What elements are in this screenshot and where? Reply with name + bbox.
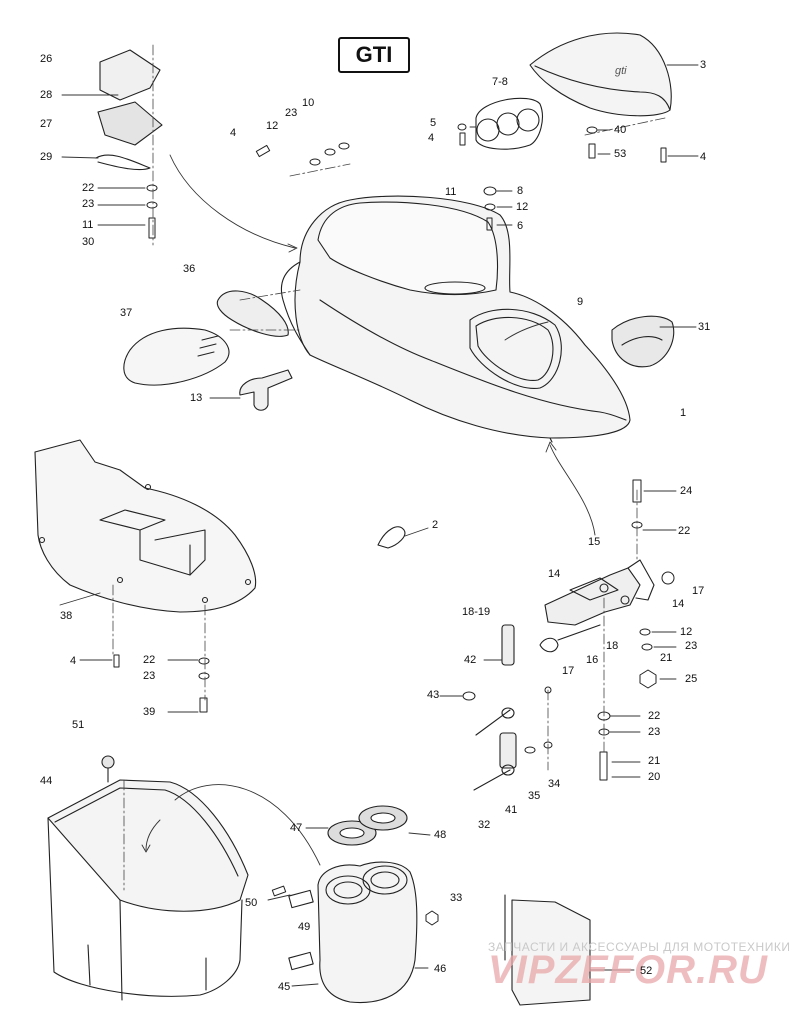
callout-label: 13 (190, 392, 203, 404)
tether-clip (377, 526, 406, 549)
gas-spring-parts (473, 624, 517, 791)
callout-label: 22 (143, 654, 156, 666)
callout-label: 46 (434, 963, 447, 975)
callout-label: 18-19 (462, 606, 491, 618)
assembly-centerlines (112, 44, 666, 891)
cup-holder-unit (288, 805, 418, 1004)
callout-label: 53 (614, 148, 627, 160)
callout-label: 42 (464, 654, 477, 666)
visor: gti (529, 32, 672, 117)
callout-label: 11 (445, 186, 457, 198)
callout-label: 39 (143, 706, 156, 718)
callout-label: 33 (450, 892, 463, 904)
glove-box-knob (611, 315, 675, 368)
callout-label: 16 (586, 654, 599, 666)
callout-label: 6 (517, 220, 524, 232)
callout-label: 12 (680, 626, 693, 638)
callout-label: 44 (40, 775, 53, 787)
mirror-assembly (123, 290, 289, 386)
gauge-cluster (475, 97, 543, 150)
callout-label: 48 (434, 829, 447, 841)
storage-bin (47, 755, 249, 1001)
callout-label: 45 (278, 981, 291, 993)
callout-label: 24 (680, 485, 693, 497)
callout-label: 36 (183, 263, 196, 275)
callout-label: 26 (40, 53, 53, 65)
callout-label: 5 (430, 117, 437, 129)
callout-label: 18 (606, 640, 619, 652)
hinge-bracket (539, 559, 655, 653)
callout-label: 29 (40, 151, 53, 163)
top-left-latch-parts (95, 49, 163, 171)
callout-label: 4 (428, 132, 435, 144)
callout-label: 4 (70, 655, 77, 667)
callout-label: 9 (577, 296, 584, 308)
callout-label: 28 (40, 89, 53, 101)
callout-label: 22 (82, 182, 95, 194)
callout-label: 10 (302, 97, 315, 109)
callout-label: 50 (245, 897, 258, 909)
callout-label: 15 (588, 536, 601, 548)
callout-label: 49 (298, 921, 311, 933)
svg-text:gti: gti (615, 65, 627, 77)
callout-label: 23 (285, 107, 298, 119)
callout-label: 52 (640, 965, 653, 977)
callout-label: 31 (698, 321, 711, 333)
callout-label: 17 (692, 585, 705, 597)
callout-label: 1 (680, 407, 687, 419)
callout-label: 22 (648, 710, 661, 722)
assembly-arrows (141, 154, 596, 866)
callout-label: 21 (660, 652, 673, 664)
callout-label: 20 (648, 771, 661, 783)
hood-body (280, 195, 631, 443)
callout-label: 14 (548, 568, 561, 580)
callout-label: 47 (290, 822, 303, 834)
leader-lines (59, 64, 699, 987)
model-title-box: GTI (338, 37, 410, 73)
callout-label: 27 (40, 118, 53, 130)
callout-label: 8 (517, 185, 524, 197)
callout-label: 11 (82, 219, 94, 231)
callout-label: 23 (648, 726, 661, 738)
handle-part (239, 369, 293, 411)
callout-label: 2 (432, 519, 439, 531)
callout-label: 23 (143, 670, 156, 682)
callout-label: 30 (82, 236, 95, 248)
decal-plate (504, 894, 591, 1006)
bottom-panel (34, 439, 257, 613)
callout-label: 22 (678, 525, 691, 537)
callout-label: 17 (562, 665, 575, 677)
callout-label: 12 (266, 120, 279, 132)
callout-label: 32 (478, 819, 491, 831)
callout-label: 7-8 (492, 76, 508, 88)
callout-label: 21 (648, 755, 661, 767)
callout-label: 43 (427, 689, 440, 701)
callout-label: 51 (72, 719, 85, 731)
callout-label: 38 (60, 610, 73, 622)
callout-label: 3 (700, 59, 707, 71)
watermark-logo: VIPZEFOR.RU (488, 948, 768, 992)
callout-label: 34 (548, 778, 561, 790)
watermark-caption: ЗАПЧАСТИ И АКСЕССУАРЫ ДЛЯ МОТОТЕХНИКИ (488, 940, 791, 954)
callout-label: 23 (82, 198, 95, 210)
callout-label: 40 (614, 124, 627, 136)
callout-label: 12 (516, 201, 529, 213)
callout-label: 37 (120, 307, 133, 319)
callout-label: 4 (700, 151, 707, 163)
callout-label: 14 (672, 598, 685, 610)
callout-label: 35 (528, 790, 541, 802)
callout-label: 41 (505, 804, 518, 816)
callout-label: 4 (230, 127, 237, 139)
callout-label: 23 (685, 640, 698, 652)
model-title: GTI (355, 42, 393, 67)
callout-label: 25 (685, 673, 698, 685)
